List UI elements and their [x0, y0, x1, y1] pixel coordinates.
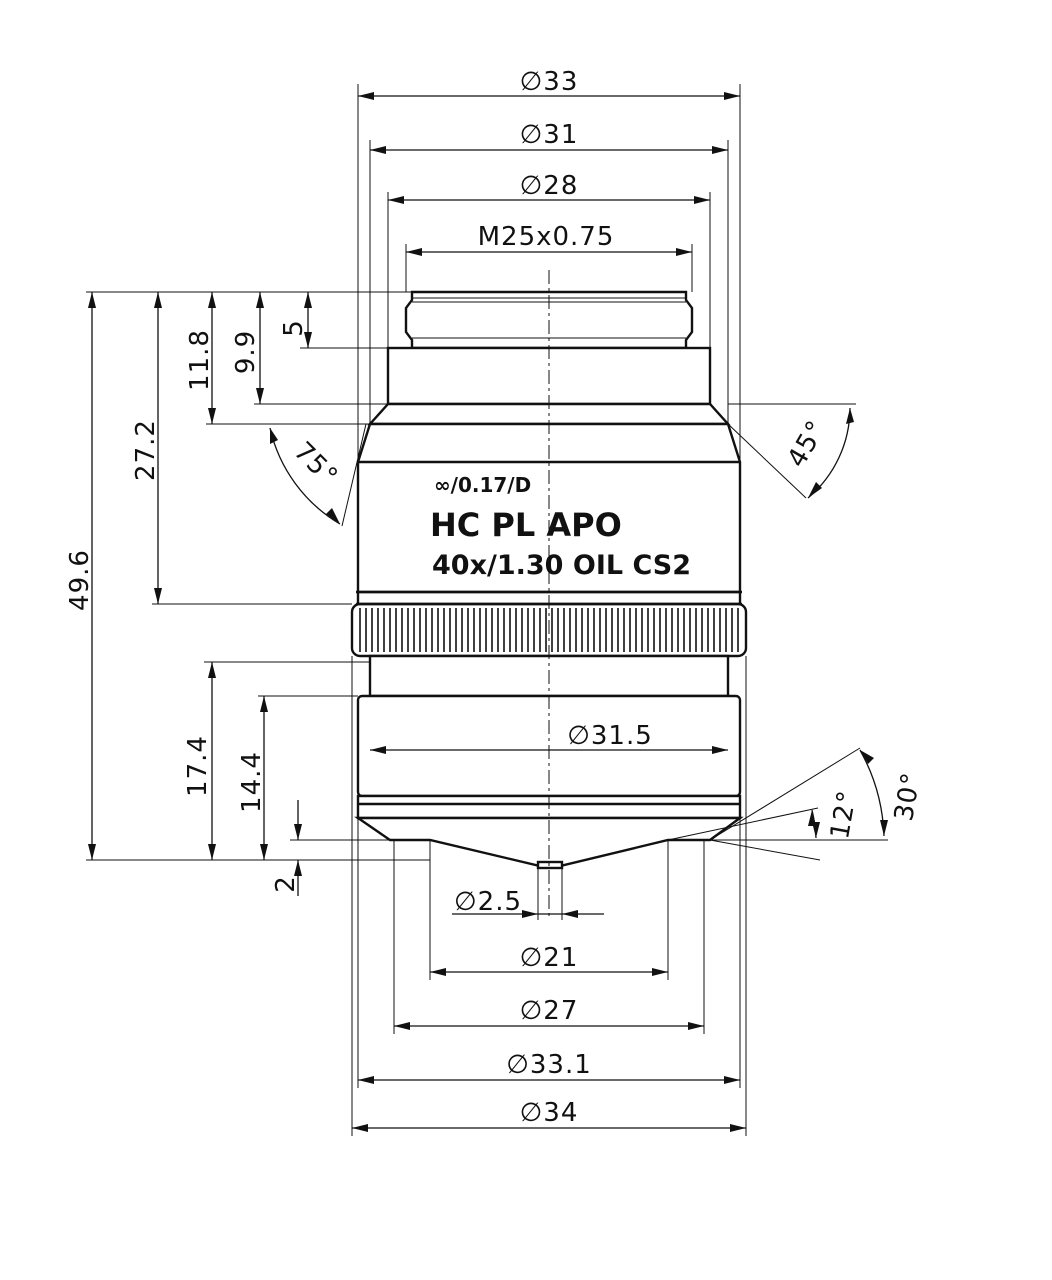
dim-l17-4: 17.4 [183, 735, 213, 797]
dim-d31: ∅31 [520, 120, 579, 150]
dim-d34: ∅34 [520, 1098, 579, 1128]
dim-d28: ∅28 [520, 171, 579, 201]
dim-l49-6: 49.6 [65, 549, 95, 611]
engraving-line1: ∞/0.17/D [434, 473, 531, 497]
dim-d33: ∅33 [520, 67, 579, 97]
bottom-diameter-dimensions: ∅2.5 ∅21 ∅27 ∅33.1 ∅34 [351, 656, 747, 1136]
front-lens [536, 860, 564, 870]
dim-thread: M25x0.75 [478, 222, 615, 252]
dim-d21: ∅21 [520, 943, 579, 973]
dim-d31-5: ∅31.5 [567, 721, 653, 751]
dim-d2-5: ∅2.5 [454, 887, 522, 917]
dim-a12: 12° [825, 788, 863, 842]
left-length-dimensions: 49.6 27.2 11.8 9.9 5 17.4 14.4 [65, 291, 430, 896]
dim-l5: 5 [279, 319, 309, 337]
dim-a45: 45° [782, 415, 833, 473]
top-diameter-dimensions: ∅33 ∅31 ∅28 M25x0.75 [357, 67, 741, 462]
engraving-line3: 40x/1.30 OIL CS2 [432, 550, 691, 581]
dim-l27-2: 27.2 [131, 419, 161, 481]
dim-l9-9: 9.9 [231, 330, 261, 374]
dim-a30: 30° [889, 770, 927, 824]
dim-l11-8: 11.8 [185, 329, 215, 391]
dim-d33-1: ∅33.1 [506, 1050, 592, 1080]
knurl-pattern [359, 608, 739, 652]
engraving-line2: HC PL APO [430, 506, 622, 544]
dim-l2: 2 [271, 875, 301, 893]
dim-l14-4: 14.4 [237, 751, 267, 813]
dim-d31-5-group: ∅31.5 [370, 721, 728, 754]
dim-d27: ∅27 [520, 996, 579, 1026]
